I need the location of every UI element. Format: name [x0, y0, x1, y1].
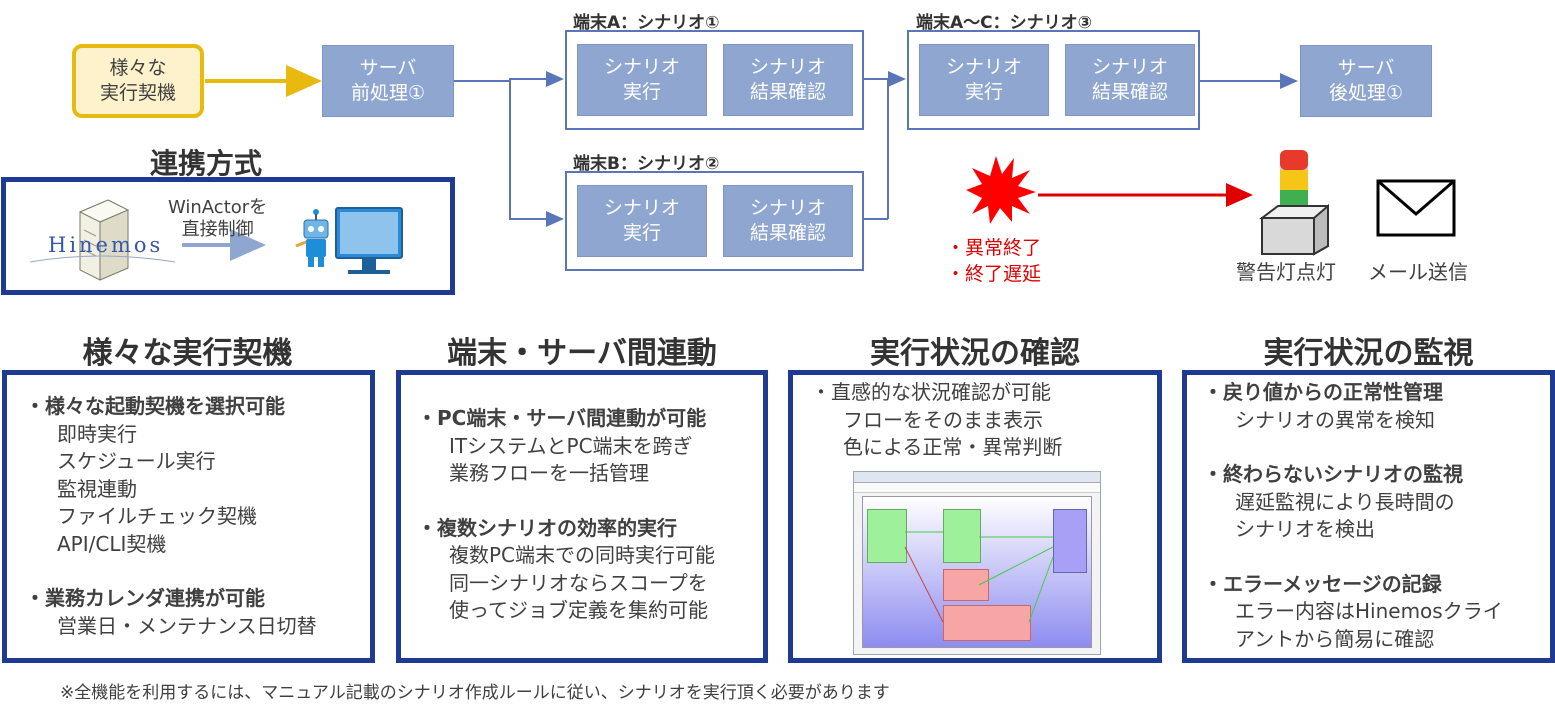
line-gap — [417, 488, 763, 515]
group-a-check-label: シナリオ 結果確認 — [749, 56, 826, 103]
bullet-detail: API/CLI契機 — [57, 531, 167, 556]
group-a-label: 端末A：シナリオ① — [573, 13, 720, 33]
alert-item-2: ・終了遅延 — [946, 263, 1042, 285]
line-gap — [1203, 434, 1550, 461]
bullet-detail: 同一シナリオならスコープを — [449, 570, 708, 595]
bullet-detail: シナリオを検出 — [1235, 517, 1375, 541]
bullet-detail: 監視連動 — [57, 476, 137, 501]
group-a-exec-box: シナリオ 実行 — [577, 44, 707, 116]
group-b-label: 端末B：シナリオ② — [573, 154, 720, 174]
bullet-heading: ・複数シナリオの効率的実行 — [417, 515, 677, 540]
bullet-detail: フローをそのまま表示 — [843, 407, 1043, 432]
link-arrow-label: WinActorを 直接制御 — [168, 197, 268, 240]
ab-to-c-arrow — [864, 79, 904, 220]
panel-status-lines: ・直感的な状況確認が可能フローをそのまま表示色による正常・異常判断 — [811, 379, 1157, 462]
panel-monitoring-lines: ・戻り値からの正常性管理シナリオの異常を検知・終わらないシナリオの監視遅延監視に… — [1203, 379, 1550, 653]
section-title-2: 端末・サーバ間連動 — [447, 336, 717, 371]
line-gap — [1203, 544, 1550, 571]
line-gap — [25, 558, 370, 585]
bullet-detail: シナリオの異常を検知 — [1235, 407, 1435, 432]
group-c-check-box: シナリオ 結果確認 — [1065, 44, 1195, 116]
bullet-detail: 使ってジョブ定義を集約可能 — [449, 598, 708, 622]
group-a-exec-label: シナリオ 実行 — [603, 56, 680, 103]
group-b-exec-box: シナリオ 実行 — [577, 185, 707, 257]
bullet-detail: 即時実行 — [57, 421, 137, 446]
group-c-label: 端末A～C：シナリオ③ — [916, 13, 1093, 33]
mail-label: メール送信 — [1368, 260, 1468, 284]
bullet-detail: 業務フローを一括管理 — [449, 461, 649, 485]
bullet-heading: ・戻り値からの正常性管理 — [1203, 380, 1443, 404]
bullet-heading: ・終わらないシナリオの監視 — [1203, 462, 1463, 486]
robot-icon — [295, 209, 329, 267]
bullet-detail: スケジュール実行 — [57, 449, 216, 473]
bullet-detail: アントから簡易に確認 — [1235, 626, 1435, 651]
panel-triggers-lines: ・様々な起動契機を選択可能即時実行スケジュール実行監視連動ファイルチェック契機 A… — [25, 393, 370, 640]
trigger-label: 様々な 実行契機 — [99, 57, 176, 104]
panel-status: ・直感的な状況確認が可能フローをそのまま表示色による正常・異常判断 — [788, 370, 1162, 663]
bullet-heading: ・エラーメッセージの記録 — [1203, 571, 1442, 596]
panel-linkage: ・PC端末・サーバ間連動が可能 ITシステムとPC端末を跨ぎ業務フローを一括管理・… — [396, 370, 768, 663]
section-title-3: 実行状況の確認 — [870, 336, 1080, 371]
group-b-exec-label: シナリオ 実行 — [603, 197, 680, 244]
server-icon — [78, 199, 130, 281]
bullet-detail: 遅延監視により長時間の — [1235, 489, 1455, 514]
server-pre-label: サーバ 前処理① — [350, 57, 426, 104]
bullet-heading: ・業務カレンダ連携が可能 — [25, 586, 265, 610]
section-title-1: 様々な実行契機 — [82, 336, 293, 371]
warning-lamp-icon — [1259, 150, 1329, 256]
lamp-label: 警告灯点灯 — [1236, 260, 1336, 284]
mail-icon — [1376, 179, 1456, 237]
job-map-screenshot — [853, 471, 1101, 655]
server-pre-box: サーバ 前処理① — [322, 45, 454, 117]
monitor-icon — [335, 207, 403, 274]
bullet-detail: 色による正常・異常判断 — [843, 435, 1063, 459]
group-c-exec-label: シナリオ 実行 — [945, 56, 1022, 103]
group-b-check-label: シナリオ 結果確認 — [749, 197, 826, 244]
bullet-detail: ITシステムとPC端末を跨ぎ — [449, 433, 693, 458]
pre-to-a-arrow — [454, 79, 562, 81]
group-b-check-box: シナリオ 結果確認 — [723, 185, 853, 257]
bullet-detail: 複数PC端末での同時実行可能 — [449, 543, 716, 567]
panel-linkage-lines: ・PC端末・サーバ間連動が可能 ITシステムとPC端末を跨ぎ業務フローを一括管理・… — [417, 405, 763, 625]
group-c-exec-box: シナリオ 実行 — [919, 44, 1049, 116]
footnote: ※全機能を利用するには、マニュアル記載のシナリオ作成ルールに従い、シナリオを実行… — [60, 683, 890, 703]
hinemos-logo: Hinemos — [48, 233, 164, 257]
bullet-detail: 営業日・メンテナンス日切替 — [57, 613, 317, 638]
bullet-heading: ・様々な起動契機を選択可能 — [25, 394, 285, 418]
server-post-box: サーバ 後処理① — [1300, 45, 1432, 117]
server-post-label: サーバ 後処理① — [1328, 57, 1404, 104]
bullet-detail: エラー内容はHinemosクライ — [1235, 599, 1503, 623]
bullet-heading: ・直感的な状況確認が可能 — [811, 380, 1051, 404]
link-title: 連携方式 — [150, 147, 263, 180]
group-c-check-label: シナリオ 結果確認 — [1091, 56, 1168, 103]
pre-to-b-arrow — [509, 81, 564, 227]
bullet-heading: ・PC端末・サーバ間連動が可能 — [417, 406, 707, 430]
panel-monitoring: ・戻り値からの正常性管理シナリオの異常を検知・終わらないシナリオの監視遅延監視に… — [1182, 370, 1555, 663]
bullet-detail: ファイルチェック契機 — [57, 504, 257, 528]
trigger-box: 様々な 実行契機 — [72, 44, 204, 118]
section-title-4: 実行状況の監視 — [1263, 336, 1474, 371]
group-a-check-box: シナリオ 結果確認 — [723, 44, 853, 116]
alert-item-1: ・異常終了 — [946, 237, 1042, 259]
explosion-icon — [966, 156, 1036, 224]
panel-triggers: ・様々な起動契機を選択可能即時実行スケジュール実行監視連動ファイルチェック契機 A… — [2, 370, 375, 663]
